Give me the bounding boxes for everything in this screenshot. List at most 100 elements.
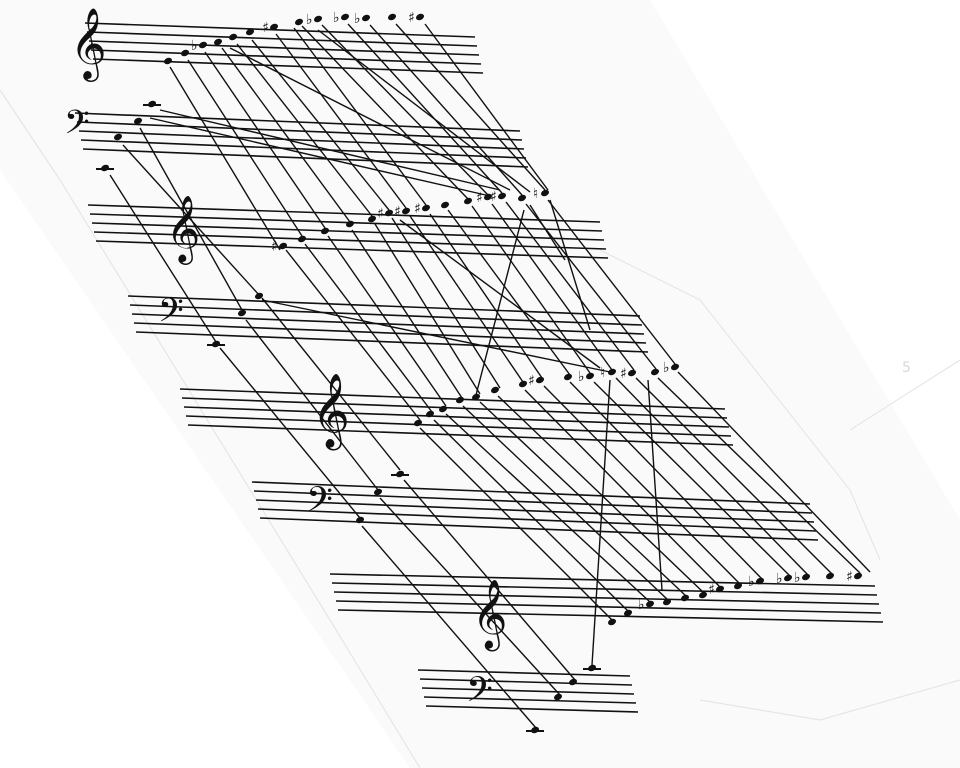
connection-line	[399, 219, 601, 369]
flat-icon: ♭	[191, 38, 198, 54]
connection-line	[471, 205, 591, 374]
notehead	[163, 57, 173, 65]
treble-clef-icon: 𝄞	[166, 194, 200, 265]
staff-3	[87, 204, 609, 259]
connection-line	[462, 405, 669, 601]
notehead	[133, 117, 143, 125]
staff-line	[425, 705, 639, 713]
notehead	[198, 41, 208, 49]
note: ♭	[578, 369, 595, 385]
notehead	[438, 405, 448, 413]
note	[213, 38, 223, 46]
connection-line	[379, 497, 561, 696]
note	[387, 13, 397, 21]
connection-line	[221, 47, 351, 223]
note	[143, 100, 161, 108]
connection-line	[204, 51, 326, 229]
notehead	[294, 18, 304, 26]
connection-line	[529, 204, 566, 261]
notehead	[401, 207, 411, 215]
note	[471, 393, 481, 401]
note	[254, 292, 264, 300]
notehead	[801, 573, 811, 581]
staff-line	[93, 231, 607, 250]
notehead	[755, 577, 765, 585]
note	[228, 33, 238, 41]
sharp-icon: ♯	[476, 190, 483, 206]
notehead	[540, 189, 550, 197]
sharp-icon: ♯	[271, 239, 278, 255]
note	[133, 117, 143, 125]
connection-line	[251, 39, 390, 211]
note: ♯	[620, 366, 637, 382]
notehead	[278, 242, 288, 250]
note	[553, 693, 563, 701]
connection-line	[149, 117, 491, 197]
flat-icon: ♭	[578, 369, 585, 385]
notehead	[680, 594, 690, 602]
treble-clef-icon: 𝄞	[312, 374, 350, 451]
note: ♭	[333, 10, 350, 26]
staff-line	[187, 424, 734, 446]
notehead	[440, 201, 450, 209]
note	[391, 470, 409, 478]
connection-line	[569, 381, 763, 580]
note	[207, 340, 225, 348]
note	[440, 201, 450, 209]
connection-line	[229, 47, 511, 191]
sharp-icon: ♯	[528, 373, 535, 389]
notehead	[645, 600, 655, 608]
note	[490, 386, 500, 394]
sharp-icon: ♯	[490, 189, 497, 205]
flat-icon: ♭	[306, 12, 313, 28]
staff-7	[329, 573, 884, 623]
connection-line	[187, 59, 303, 237]
notehead	[345, 220, 355, 228]
notehead	[361, 14, 371, 22]
staff-line	[90, 49, 482, 65]
note: ♯	[414, 201, 431, 217]
sharp-icon: ♯	[620, 366, 627, 382]
staff-line	[135, 331, 649, 353]
connection-line	[409, 215, 524, 383]
treble-clef-icon: 𝄞	[472, 579, 507, 651]
notehead	[237, 309, 247, 317]
notehead	[367, 215, 377, 223]
notehead	[518, 380, 528, 388]
notehead	[297, 235, 307, 243]
flat-icon: ♭	[776, 571, 783, 587]
note: ♮	[600, 365, 617, 381]
connection-line	[475, 209, 525, 396]
noteheads: ♭♯♭♭♭♯♯♯♯♯♯♯♮♯♭♮♯♭♭♯♭♭♭♯	[96, 10, 863, 734]
notehead	[490, 386, 500, 394]
notehead	[670, 363, 680, 371]
clefs: 𝄞𝄢𝄞𝄢𝄞𝄢𝄞𝄢	[64, 6, 507, 718]
notehead	[607, 368, 617, 376]
note	[607, 618, 617, 626]
connection-line	[317, 29, 531, 193]
staff-line	[417, 669, 631, 677]
bass-clef-icon: 𝄢	[306, 479, 333, 528]
notehead	[733, 582, 743, 590]
note	[96, 164, 114, 172]
note: ♭	[306, 12, 323, 28]
note	[568, 678, 578, 686]
notehead	[340, 13, 350, 21]
staff-line	[84, 22, 476, 38]
connection-line	[361, 525, 537, 729]
connection-line	[374, 223, 481, 395]
staff-line	[95, 240, 609, 259]
note	[320, 227, 330, 235]
notehead	[553, 693, 563, 701]
connection-line	[159, 109, 501, 191]
connection-line	[677, 371, 871, 573]
note	[113, 133, 123, 141]
note: ♯	[708, 582, 725, 598]
connection-line	[505, 201, 635, 371]
note: ♯	[377, 206, 394, 222]
sharp-icon: ♯	[394, 204, 401, 220]
staff-line	[80, 139, 527, 159]
notehead	[825, 572, 835, 580]
note	[733, 582, 743, 590]
